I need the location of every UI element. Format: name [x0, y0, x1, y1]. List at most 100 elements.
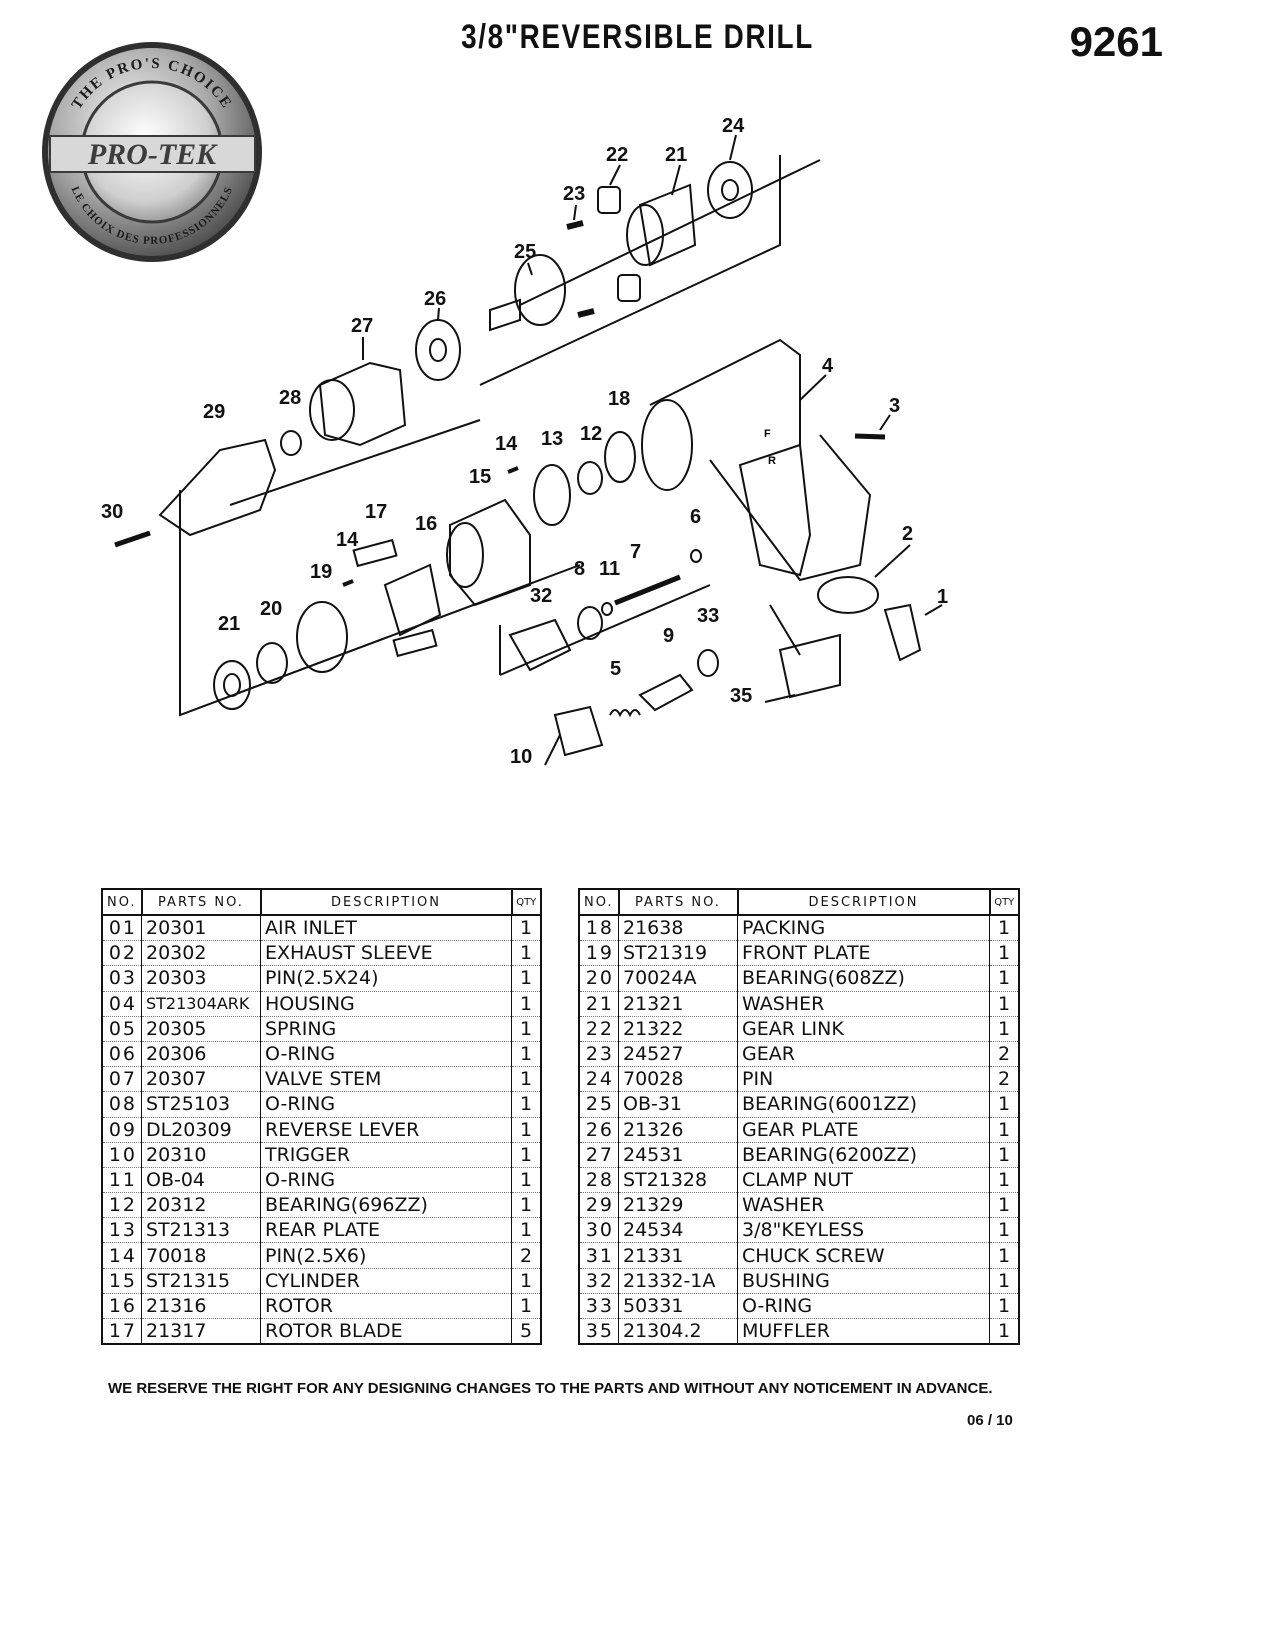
- callout-19: 19: [310, 561, 332, 583]
- part-description: FRONT PLATE: [737, 940, 990, 967]
- part-code: 20306: [141, 1041, 261, 1068]
- part-quantity: 1: [989, 965, 1020, 992]
- part-code: 20312: [141, 1192, 261, 1219]
- callout-18: 18: [608, 388, 630, 410]
- part-description: PIN(2.5X24): [260, 965, 512, 992]
- forward-mark: F: [764, 428, 771, 440]
- part-number-index: 01: [101, 915, 142, 942]
- callout-4: 4: [822, 355, 834, 377]
- part-quantity: 2: [511, 1242, 542, 1269]
- column-header-no: NO.: [578, 888, 620, 916]
- part-number-index: 31: [578, 1242, 619, 1269]
- part-number-index: 27: [578, 1142, 619, 1168]
- part-quantity: 1: [989, 1242, 1020, 1269]
- part-9-reverse-lever: [638, 673, 694, 712]
- part-description: SPRING: [260, 1016, 512, 1042]
- callout-12: 12: [580, 423, 602, 445]
- part-number-index: 24: [578, 1066, 619, 1093]
- part-26-gear-plate: [514, 254, 566, 326]
- part-quantity: 1: [989, 1217, 1020, 1244]
- part-code: DL20309: [141, 1117, 261, 1143]
- column-header-qty: QTY: [510, 888, 542, 916]
- part-27-bearing: [415, 319, 461, 381]
- part-16-rotor: [383, 563, 442, 637]
- part-quantity: 1: [511, 1293, 542, 1320]
- part-33-o-ring: [697, 649, 719, 677]
- column-header-parts-no: PARTS NO.: [140, 888, 262, 916]
- part-17-rotor-blade: [352, 538, 398, 568]
- part-description: HOUSING: [260, 991, 512, 1017]
- part-8-o-ring: [577, 606, 603, 640]
- callout-24: 23: [563, 183, 585, 205]
- part-description: CLAMP NUT: [737, 1167, 990, 1194]
- part-number-index: 17: [101, 1318, 142, 1346]
- callout-25: 24: [722, 115, 745, 137]
- part-number-index: 35: [578, 1318, 619, 1346]
- part-quantity: 2: [989, 1041, 1020, 1068]
- part-23-gear: [597, 186, 621, 214]
- part-14-pin: [342, 579, 354, 587]
- part-code: OB-04: [141, 1167, 261, 1194]
- part-7-valve-stem: [614, 574, 681, 606]
- part-code: 20310: [141, 1142, 261, 1168]
- revision-date: 06 / 10: [967, 1412, 1013, 1429]
- part-description: O-RING: [260, 1091, 512, 1118]
- callout-14-lower: 14: [336, 529, 359, 551]
- reverse-mark: R: [768, 455, 776, 467]
- part-code: 21316: [141, 1293, 261, 1320]
- column-header-description: DESCRIPTION: [259, 888, 513, 916]
- part-description: O-RING: [260, 1167, 512, 1194]
- part-code: 21332-1A: [618, 1268, 738, 1294]
- part-quantity: 1: [989, 1268, 1020, 1294]
- part-description: WASHER: [737, 1192, 990, 1219]
- part-31-chuck-screw: [114, 530, 151, 548]
- part-code: 24527: [618, 1041, 738, 1068]
- part-number-index: 09: [101, 1117, 142, 1143]
- part-number-index: 19: [578, 940, 619, 967]
- model-number: 9261: [1069, 18, 1163, 65]
- callout-21: 21: [218, 613, 240, 635]
- guide-frame-upper: [479, 155, 781, 386]
- part-description: BEARING(6200ZZ): [737, 1142, 990, 1168]
- callout-17: 17: [365, 501, 387, 523]
- part-number-index: 18: [578, 915, 619, 942]
- callout-30: 29: [203, 401, 225, 423]
- callout-28: 27: [351, 315, 373, 337]
- part-number-index: 11: [101, 1167, 142, 1194]
- part-description: ROTOR: [260, 1293, 512, 1320]
- part-code: 20305: [141, 1016, 261, 1042]
- part-number-index: 20: [578, 965, 619, 992]
- part-number-index: 02: [101, 940, 142, 967]
- callout-2: 2: [902, 523, 913, 545]
- callout-7: 7: [630, 541, 641, 563]
- part-35-muffler: [778, 633, 841, 699]
- part-code: ST21328: [618, 1167, 738, 1194]
- part-description: CHUCK SCREW: [737, 1242, 990, 1269]
- callout-9: 9: [663, 625, 674, 647]
- part-2-exhaust-sleeve: [817, 576, 879, 614]
- part-code: 70018: [141, 1242, 261, 1269]
- part-description: BEARING(6001ZZ): [737, 1091, 990, 1118]
- part-number-index: 25: [578, 1091, 619, 1118]
- part-description: TRIGGER: [260, 1142, 512, 1168]
- part-code: 20301: [141, 915, 261, 942]
- part-description: GEAR PLATE: [737, 1117, 990, 1143]
- part-description: GEAR: [737, 1041, 990, 1068]
- callout-1: 1: [937, 586, 948, 608]
- part-quantity: 1: [989, 1117, 1020, 1143]
